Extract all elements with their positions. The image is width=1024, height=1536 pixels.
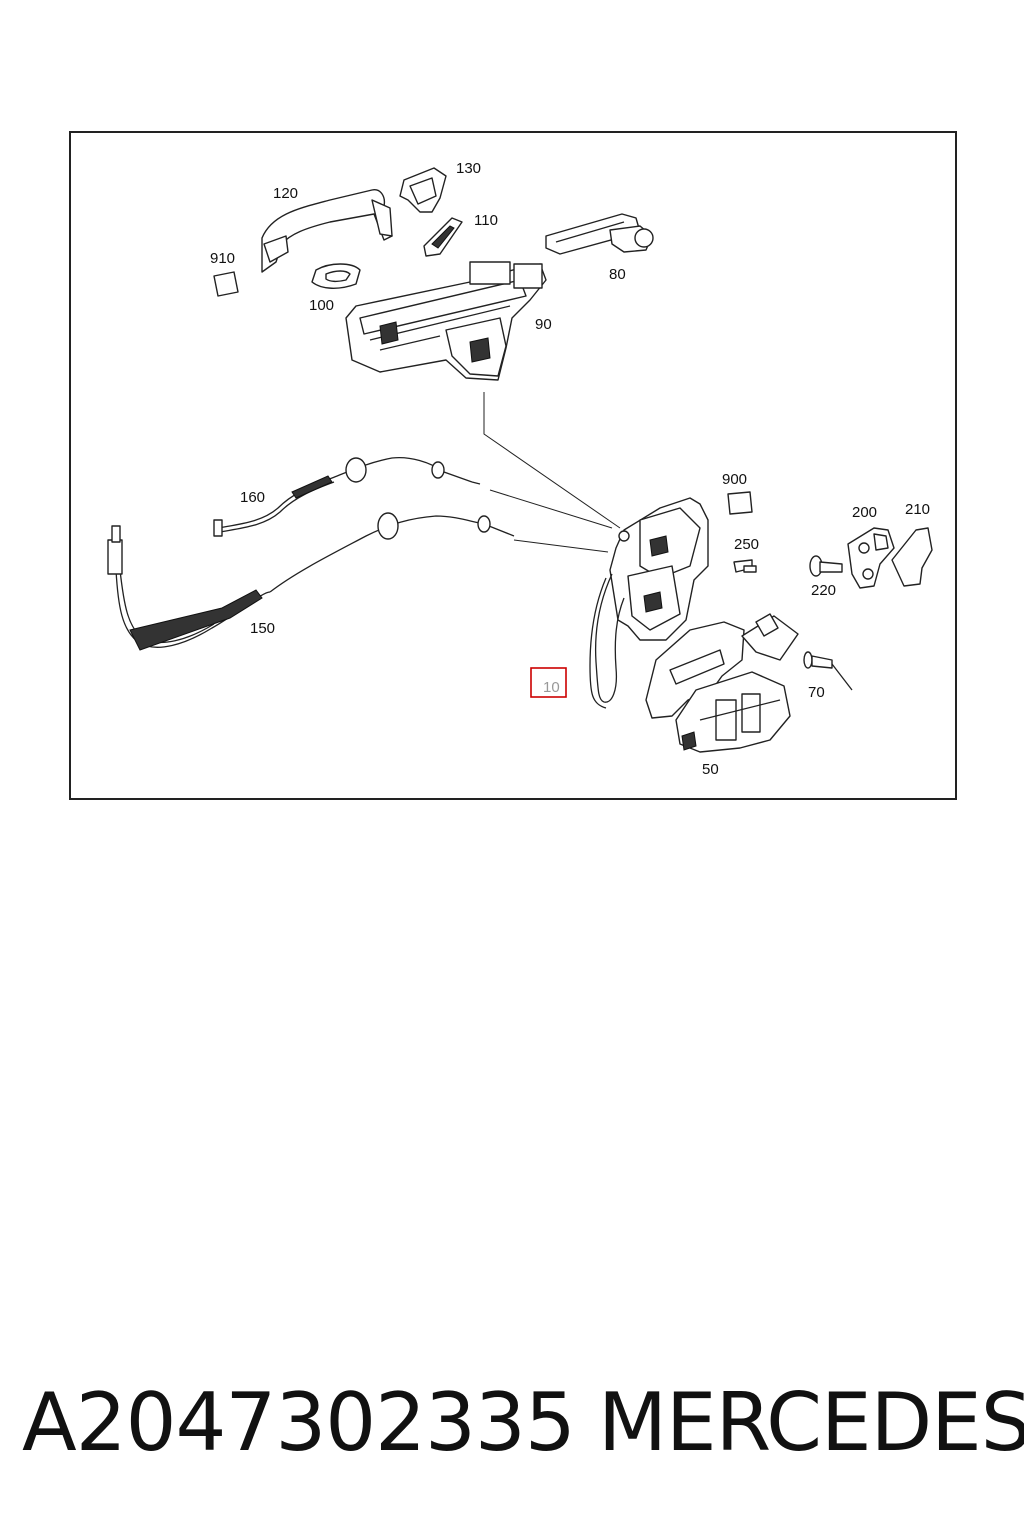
cable-part-160[interactable] — [213, 456, 481, 537]
callout-110: 110 — [474, 212, 498, 229]
door-handle-part-120[interactable] — [261, 189, 393, 273]
parts-diagram-frame — [69, 131, 957, 800]
seal-part-100[interactable] — [311, 263, 361, 289]
screw-part-220[interactable] — [809, 555, 843, 577]
caption-footer: A2047302335 MERCEDES — [0, 1368, 1024, 1478]
callout-50: 50 — [702, 761, 719, 778]
door-lock-part-10[interactable] — [589, 497, 709, 709]
callout-200: 200 — [852, 504, 877, 521]
cable-part-150[interactable] — [107, 512, 515, 651]
leader-line-90 — [483, 392, 621, 529]
callout-900: 900 — [722, 471, 747, 488]
handle-cap-part-130[interactable] — [399, 167, 447, 213]
lock-cover-part-50[interactable] — [645, 613, 799, 753]
striker-part-200[interactable] — [847, 527, 895, 589]
gasket-detail — [431, 225, 455, 249]
support-bar-part-80[interactable] — [545, 213, 654, 255]
label-part-900[interactable] — [727, 491, 753, 515]
callout-150: 150 — [250, 620, 275, 637]
callout-120: 120 — [273, 185, 298, 202]
brand-name: MERCEDES — [598, 1376, 1024, 1469]
clip-part-910[interactable] — [213, 271, 239, 297]
callout-160: 160 — [240, 489, 265, 506]
callout-130: 130 — [456, 160, 481, 177]
screw-part-250[interactable] — [733, 559, 757, 573]
rivet-part-70[interactable] — [803, 651, 853, 691]
callout-90: 90 — [535, 316, 552, 333]
exploded-parts-diagram: 130 120 110 910 80 100 90 900 160 200 21… — [107, 160, 933, 778]
callout-220: 220 — [811, 582, 836, 599]
leader-line-150 — [513, 539, 609, 553]
highlight-box-10 — [530, 667, 567, 698]
handle-carrier-part-90[interactable] — [345, 261, 547, 381]
callout-10: 10 — [543, 679, 560, 696]
callout-70: 70 — [808, 684, 825, 701]
leader-line-160 — [489, 489, 613, 529]
callout-210: 210 — [905, 501, 930, 518]
callout-100: 100 — [309, 297, 334, 314]
callout-250: 250 — [734, 536, 759, 553]
callout-80: 80 — [609, 266, 626, 283]
part-number: A2047302335 — [22, 1376, 576, 1469]
shim-part-210[interactable] — [891, 527, 933, 587]
callout-910: 910 — [210, 250, 235, 267]
